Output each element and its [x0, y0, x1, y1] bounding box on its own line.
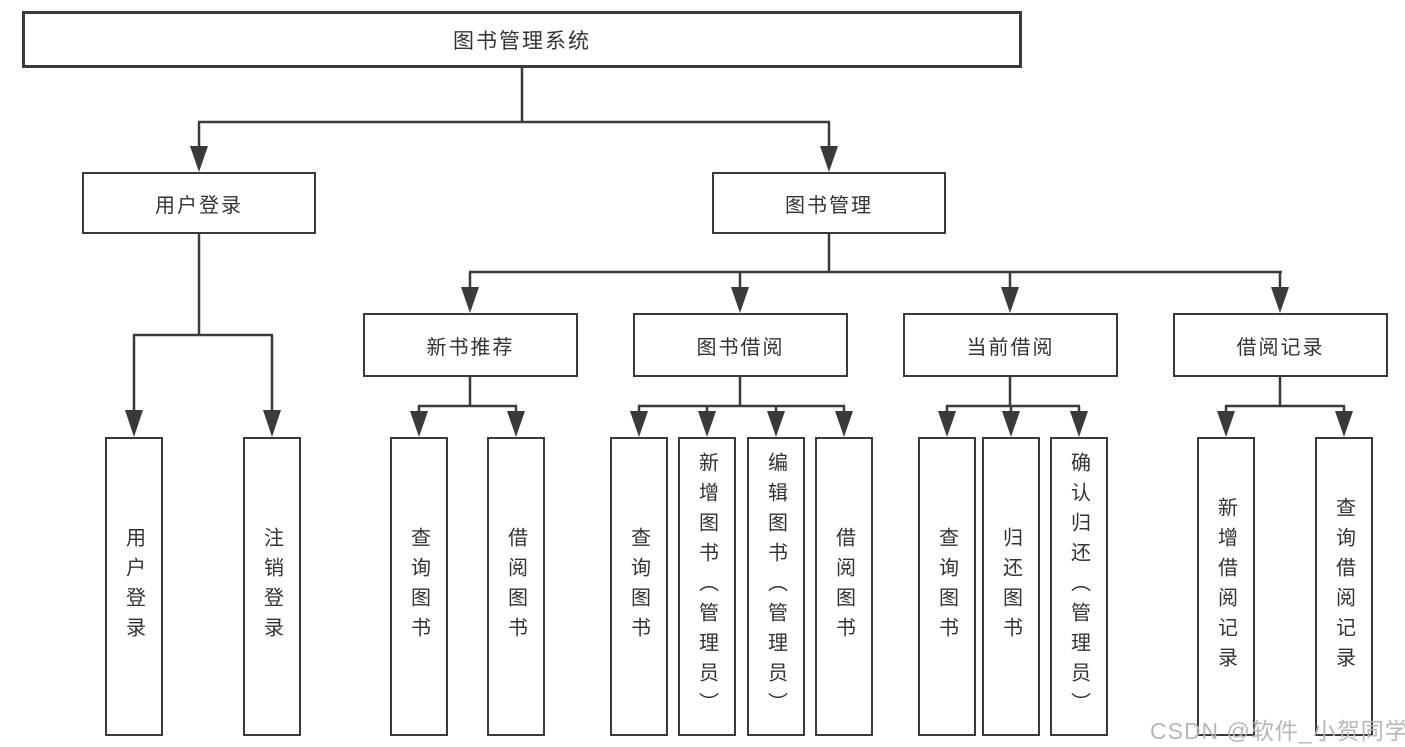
node-library-management-system: 图书管理系统	[22, 11, 1022, 68]
leaf-query-borrow-record: 查询借阅记录	[1315, 437, 1373, 736]
node-new-book-recommendation: 新书推荐	[363, 313, 578, 377]
leaf-add-borrow-record: 新增借阅记录	[1197, 437, 1255, 736]
connector-mgmt-to-level2	[461, 234, 1289, 313]
leaf-logout: 注销登录	[243, 437, 301, 736]
connector-root-to-level1	[190, 68, 838, 172]
connector-borrow-to-leaves	[630, 377, 853, 437]
leaf-add-books-admin: 新增图书（管理员）	[678, 437, 736, 736]
csdn-watermark: CSDN @软件_小贺同学	[1150, 718, 1405, 744]
leaf-query-books-newrec: 查询图书	[390, 437, 448, 736]
leaf-return-books: 归还图书	[982, 437, 1040, 736]
connector-newbook-to-leaves	[410, 377, 525, 437]
leaf-borrow-books: 借阅图书	[815, 437, 873, 736]
leaf-user-login: 用户登录	[105, 437, 163, 736]
leaf-borrow-books-newrec: 借阅图书	[487, 437, 545, 736]
leaf-query-books-current: 查询图书	[918, 437, 976, 736]
node-book-borrowing: 图书借阅	[633, 313, 848, 377]
leaf-confirm-return-admin: 确认归还（管理员）	[1050, 437, 1108, 736]
connector-login-to-leaves	[125, 234, 281, 437]
node-book-management: 图书管理	[712, 172, 946, 234]
leaf-query-books-borrow: 查询图书	[610, 437, 668, 736]
leaf-edit-books-admin: 编辑图书（管理员）	[747, 437, 805, 736]
node-user-login-group: 用户登录	[82, 172, 316, 234]
node-current-borrowing: 当前借阅	[903, 313, 1118, 377]
connector-current-to-leaves	[938, 377, 1088, 437]
node-borrowing-records: 借阅记录	[1173, 313, 1388, 377]
connector-records-to-leaves	[1217, 377, 1353, 437]
